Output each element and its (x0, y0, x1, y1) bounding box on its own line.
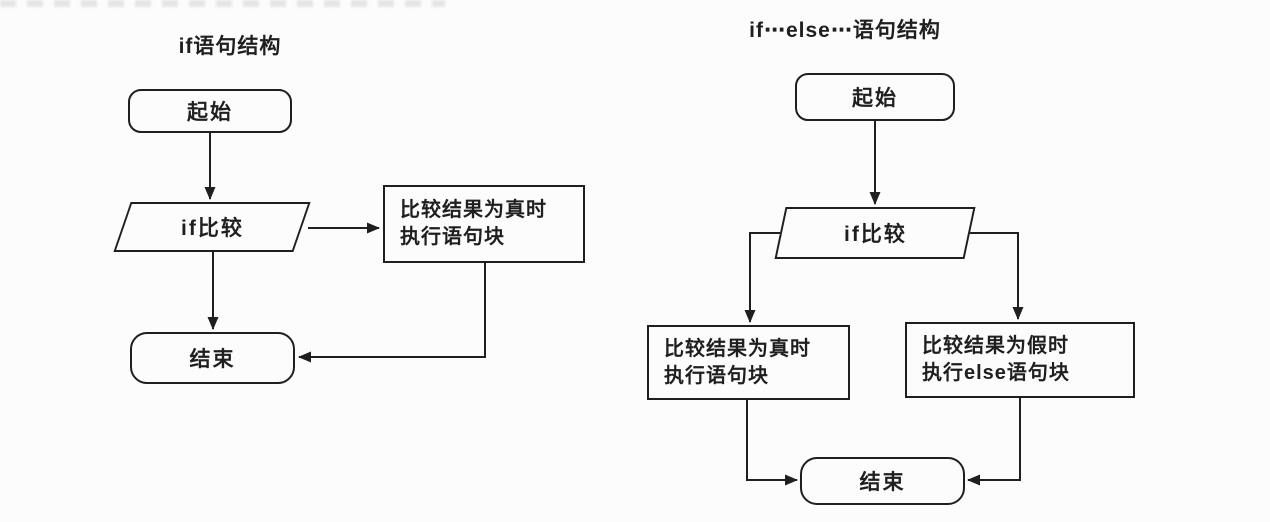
ifelse-true-branch-line2: 执行语句块 (664, 364, 769, 387)
if-condition-node: if比较 (113, 202, 311, 252)
if-true-branch-line2: 执行语句块 (400, 226, 505, 248)
if-end-node: 结束 (130, 332, 295, 384)
ifelse-end-label: 结束 (859, 471, 906, 494)
if-start-label: 起始 (187, 101, 233, 124)
ifelse-start-node: 起始 (795, 73, 955, 121)
if-true-branch-label: 比较结果为真时 执行语句块 (400, 197, 547, 251)
ifelse-true-branch-label: 比较结果为真时 执行语句块 (664, 336, 811, 390)
if-start-node: 起始 (128, 89, 292, 133)
ifelse-false-branch-label: 比较结果为假时 执行else语句块 (922, 333, 1070, 387)
if-condition-label: if比较 (180, 217, 244, 240)
ifelse-start-label: 起始 (852, 87, 898, 110)
ifelse-true-branch-line1: 比较结果为真时 (664, 337, 811, 360)
if-true-branch-node: 比较结果为真时 执行语句块 (383, 185, 585, 263)
if-true-branch-line1: 比较结果为真时 (400, 199, 547, 221)
scan-artifact-top-edge (0, 0, 445, 7)
ifelse-true-branch-node: 比较结果为真时 执行语句块 (647, 325, 850, 400)
ifelse-condition-label: if比较 (843, 223, 907, 246)
edge-ifelse-condition-to-false (969, 232, 1024, 320)
edge-ifelse-condition-to-true (744, 232, 780, 323)
ifelse-false-branch-line2: 执行else语句块 (922, 362, 1070, 384)
if-diagram-title: if语句结构 (178, 35, 282, 58)
ifelse-false-branch-line1: 比较结果为假时 (922, 335, 1069, 357)
ifelse-end-node: 结束 (800, 457, 965, 505)
ifelse-false-branch-node: 比较结果为假时 执行else语句块 (905, 322, 1135, 398)
if-end-label: 结束 (189, 348, 236, 371)
edge-if-true-to-end (298, 262, 486, 363)
ifelse-diagram-title: if⋯else⋯语句结构 (749, 19, 941, 42)
ifelse-condition-node: if比较 (774, 207, 976, 259)
edge-ifelse-false-to-end (967, 396, 1021, 486)
edge-ifelse-true-to-end (746, 398, 798, 486)
